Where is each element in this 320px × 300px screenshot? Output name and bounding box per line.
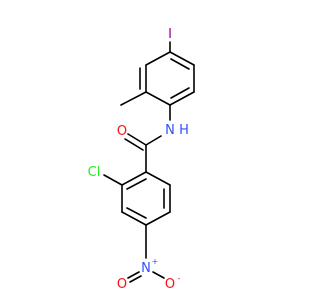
methyl-bond xyxy=(120,91,147,106)
amide-hydrogen-label: H xyxy=(179,123,189,138)
chlorine-label: Cl xyxy=(88,165,101,180)
ring-bond-inner xyxy=(126,207,147,219)
nitro-oxygen-left-label: O xyxy=(117,277,127,292)
carbonyl-bond-second xyxy=(124,138,144,151)
ring-bond xyxy=(145,211,171,226)
nitro-oxygen-right-label: O xyxy=(165,277,175,292)
nitro-oxygen-bond-left-second xyxy=(129,275,142,283)
nitro-oxygen-bond-right xyxy=(152,271,165,279)
chlorine-bond xyxy=(103,174,123,186)
lower-ring xyxy=(121,171,171,226)
ring-bond xyxy=(169,91,195,106)
iodine-label: I xyxy=(168,27,172,42)
molecule-diagram: I N H O Cl N + O O - xyxy=(87,27,195,292)
ring-bond-inner xyxy=(170,58,190,70)
ring-bond xyxy=(145,91,171,106)
ring-bond xyxy=(145,51,171,66)
nitro-nitrogen-charge: + xyxy=(152,257,159,266)
nitro-nitrogen-label: N xyxy=(141,261,151,276)
ring-bond xyxy=(169,51,195,66)
upper-ring xyxy=(139,51,195,106)
structure-svg: I N H O Cl N + O O - xyxy=(88,27,195,292)
ring-bond-inner xyxy=(126,178,147,190)
ring-bond xyxy=(145,171,171,186)
ring-bond xyxy=(121,171,147,186)
ring-bond xyxy=(121,211,147,226)
carbonyl-oxygen-label: O xyxy=(117,124,127,139)
ring-bond-inner xyxy=(170,87,190,99)
amide-nitrogen-label: N xyxy=(165,123,175,138)
carbonyl-bond xyxy=(127,133,147,146)
nitro-oxygen-bond-left xyxy=(127,271,140,279)
nitro-oxygen-charge: - xyxy=(178,274,181,283)
amide-bond xyxy=(145,135,162,146)
